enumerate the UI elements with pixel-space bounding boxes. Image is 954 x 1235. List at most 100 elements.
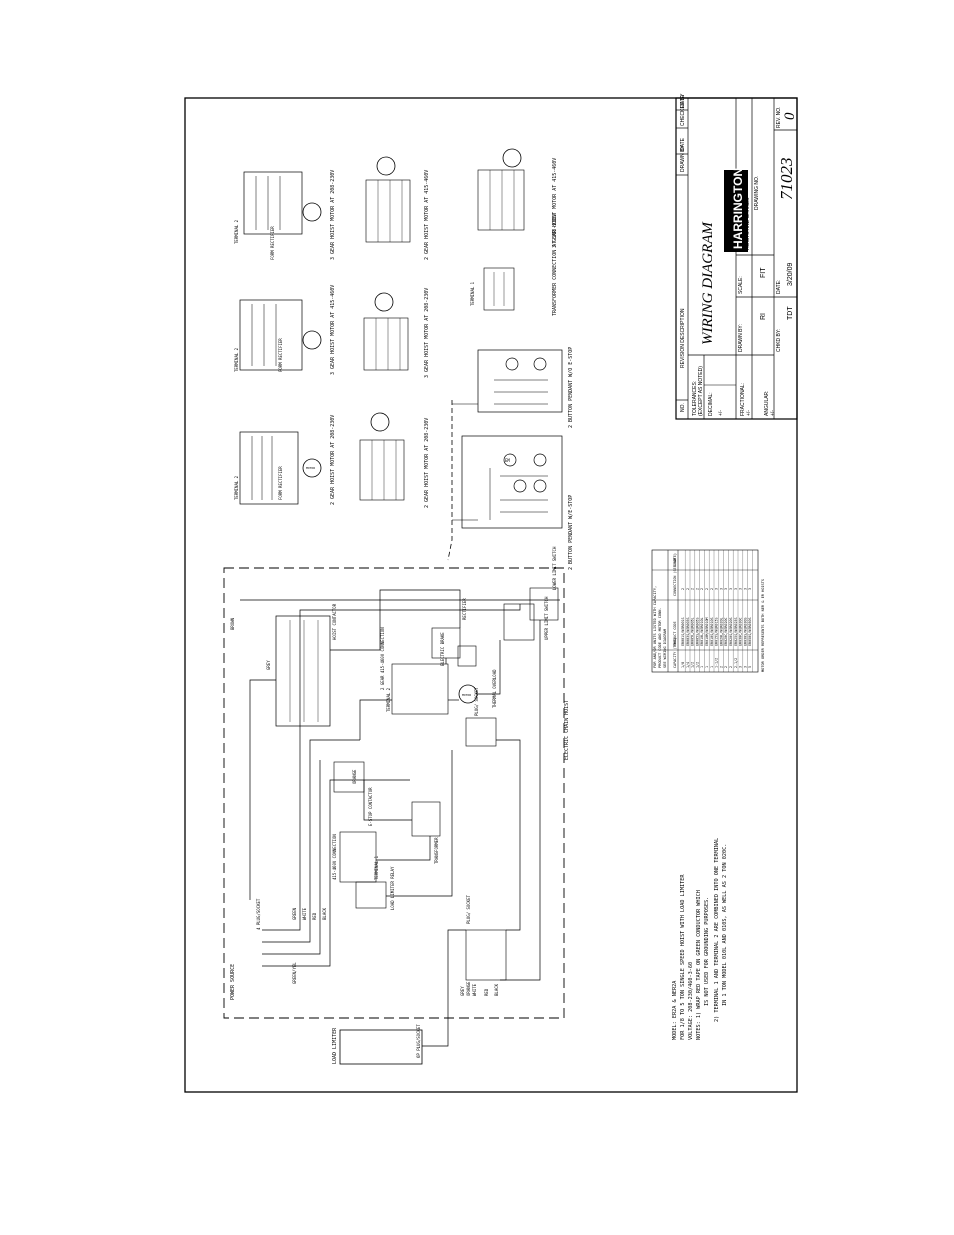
fractional-pm: +/- bbox=[746, 410, 752, 416]
spec-table-header-3: SEE WIRING DIAGRAM bbox=[663, 628, 667, 668]
spec-table-cell: 1/2 bbox=[691, 662, 695, 668]
lower-limit-switch-label: LOWER LIMIT SWITCH bbox=[552, 546, 557, 590]
motor-diagram-3gear-460v-b: 3 GEAR HOIST MOTOR AT 415-460V bbox=[477, 148, 558, 248]
load-limiter-relay-label: LOAD LIMITER RELAY bbox=[390, 866, 395, 910]
diagram-3gear-230v-top-title: 3 GEAR HOIST MOTOR AT 208-230V bbox=[330, 170, 336, 260]
spec-table-cell: 2 bbox=[710, 588, 714, 590]
up-button-icon bbox=[533, 479, 547, 493]
spec-table-cell: ER015S/NER015S bbox=[715, 617, 719, 646]
wire-orange: ORANGE bbox=[352, 769, 357, 784]
rectifier-label: RECTIFIER bbox=[462, 598, 467, 620]
transformer-connection: TERMINAL 1 TRANSFORMER CONNECTION AT 208… bbox=[470, 214, 558, 316]
estop-contactor-label: E-STOP CONTACTOR bbox=[368, 787, 373, 826]
spec-table-note: MOTOR ORDER REPRESENTS BOTH NER & ER HOI… bbox=[761, 579, 765, 672]
spec-table-cell: 3 bbox=[729, 588, 733, 590]
terminal-2-label: TERMINAL 2 bbox=[234, 347, 239, 372]
no-label: NO. bbox=[680, 403, 686, 412]
spec-table-cell: ER003S/NER003S bbox=[686, 617, 690, 646]
electric-chain-hoist-label: ELECTRIC CHAIN HOIST bbox=[564, 700, 570, 760]
motor-icon bbox=[374, 292, 394, 312]
spec-table-cell: 3 bbox=[739, 588, 743, 590]
spec-table-cell: ER030C/NER030C bbox=[739, 617, 743, 646]
reset-button-icon bbox=[533, 453, 547, 467]
spec-table-cell: 3 bbox=[748, 588, 752, 590]
spec-table-cell: ER025S/NER025S bbox=[734, 617, 738, 646]
note-line-4: NOTES: 1) WRAP RED TAPE ON GREEN CONDUCT… bbox=[696, 890, 702, 1040]
drawn-by-field: DRAWN BY: bbox=[738, 324, 744, 352]
spec-table-cell: 1/2 bbox=[695, 662, 699, 668]
terminal-1-block-label: TERMINAL 1 bbox=[374, 855, 379, 880]
hoist-contactor-box bbox=[275, 615, 331, 727]
spec-table-cell: 2 bbox=[729, 666, 733, 668]
spec-table-cell: ER020L/NER020L bbox=[719, 617, 723, 646]
spec-table-cell: 3 bbox=[743, 666, 747, 668]
spec-table-cell: 2-1/2 bbox=[734, 658, 738, 668]
electric-brake-label: ELECTRIC BRAKE bbox=[440, 632, 445, 666]
motor-diagram-2gear-230v: MOTOR TERMINAL 2 FORM RECTIFIER 2 GEAR H… bbox=[234, 412, 430, 508]
spec-table-cell: 3 bbox=[715, 588, 719, 590]
spec-table-cell: 1-1/2 bbox=[715, 658, 719, 668]
spec-table-cell: 1/8 bbox=[681, 662, 685, 668]
power-source-label: POWER SOURCE bbox=[230, 964, 236, 1000]
hoist-contactor-label: HOIST CONTACTOR bbox=[332, 603, 337, 640]
spec-table-cell: ER005L/NER005L bbox=[691, 617, 695, 646]
motor-label: MOTOR bbox=[306, 466, 315, 470]
diagram-3gear-460v-b-title: 3 GEAR HOIST MOTOR AT 415-460V bbox=[552, 158, 558, 248]
spec-table-cell: 2 bbox=[695, 588, 699, 590]
spec-table-rows: 1/8ER001S/NER001S21/4ER003S/NER003S21/2E… bbox=[681, 550, 753, 672]
note-line-2: FOR 1/8 TO 5 TON SINGLE SPEED HOIST WITH… bbox=[680, 874, 686, 1040]
spec-table-cell: 3 bbox=[719, 588, 723, 590]
pendant-b-title: 2 BUTTON PENDANT W/O E-STOP bbox=[568, 347, 574, 428]
form-rectifier-label: FORM RECTIFIER bbox=[278, 466, 283, 500]
fractional-label: FRACTIONAL: bbox=[740, 383, 746, 416]
note-line-1: MODEL: ER2A & NER2A bbox=[672, 980, 678, 1040]
transformer-label: TRANSFORMER bbox=[434, 837, 439, 864]
up-button-icon bbox=[533, 357, 547, 371]
wire-red: RED bbox=[312, 912, 317, 920]
wire-green-yellow: GREEN/YEL bbox=[292, 962, 297, 984]
angular-label: ANGULAR: bbox=[764, 390, 770, 416]
date-label: DATE bbox=[680, 137, 686, 151]
terminal-1-label: TERMINAL 1 bbox=[470, 281, 475, 306]
drawn-by-label: DRAWN BY bbox=[680, 145, 686, 172]
spec-col-product-code: PRODUCT CODE bbox=[673, 622, 677, 647]
notes-block: MODEL: ER2A & NER2A FOR 1/8 TO 5 TON SIN… bbox=[672, 838, 728, 1040]
spec-table-cell: 3 bbox=[743, 588, 747, 590]
wire-brown: BROWN bbox=[230, 617, 235, 630]
drawing-border bbox=[184, 97, 798, 1093]
form-rectifier-label: FORM RECTIFIER bbox=[278, 338, 283, 372]
drawing-no-label: DRAWING NO. bbox=[754, 176, 760, 210]
brand-logo: HARRINGTON bbox=[731, 168, 745, 249]
revision-number: 0 bbox=[782, 112, 798, 120]
em-button-icon bbox=[503, 453, 517, 467]
pendant-a-title: 2 BUTTON PENDANT W/E-STOP bbox=[568, 495, 574, 570]
load-limiter-box bbox=[339, 1029, 423, 1065]
tolerances-label: TOLERANCES: bbox=[692, 381, 698, 416]
spec-table-cell: ER010M/NER010M bbox=[705, 617, 709, 646]
wire-orange-pendant: ORANGE bbox=[466, 981, 471, 996]
spec-table-cell: ER030S/NER030S bbox=[743, 617, 747, 646]
spec-table-cell: ER020C/NER020C bbox=[724, 617, 728, 646]
spec-table-cell: 3 bbox=[739, 666, 743, 668]
gear-connection-label: 2 GEAR 415-460V CONNECTION bbox=[380, 627, 385, 690]
diagram-2gear-460v-title: 2 GEAR HOIST MOTOR AT 415-460V bbox=[424, 170, 430, 260]
rev-no-label: REV. NO. bbox=[776, 107, 782, 129]
chkd-value: TDT bbox=[787, 306, 794, 320]
wire-grey-pendant: GREY bbox=[460, 986, 465, 996]
spec-table-cell: 2 bbox=[691, 588, 695, 590]
wire-white: WHITE bbox=[302, 907, 307, 920]
six-plug-socket-label: 6P PLUG/SOCKET bbox=[416, 1024, 421, 1058]
spec-table-cell: ER010S/NER010S bbox=[710, 617, 714, 646]
motor-icon bbox=[302, 330, 322, 350]
date-label-2: DATE bbox=[680, 94, 686, 108]
spec-table-cell: ER020S/NER020S bbox=[729, 617, 733, 646]
drawing-title: WIRING DIAGRAM bbox=[700, 221, 716, 345]
motor-diagram-3gear-230v: TERMINAL 2 FORM RECTIFIER 3 GEAR HOIST M… bbox=[234, 156, 430, 260]
date-field: DATE: bbox=[776, 280, 782, 294]
note-line-6: 2) TERMINAL 1 AND TERMINAL 2 ARE COMBINE… bbox=[714, 838, 720, 1022]
conn-415-460-label: 415-460V CONNECTION bbox=[332, 834, 337, 880]
motor-icon bbox=[302, 202, 322, 222]
wire-grey: GREY bbox=[266, 660, 271, 670]
wire-white-pendant: WHITE bbox=[472, 983, 477, 996]
